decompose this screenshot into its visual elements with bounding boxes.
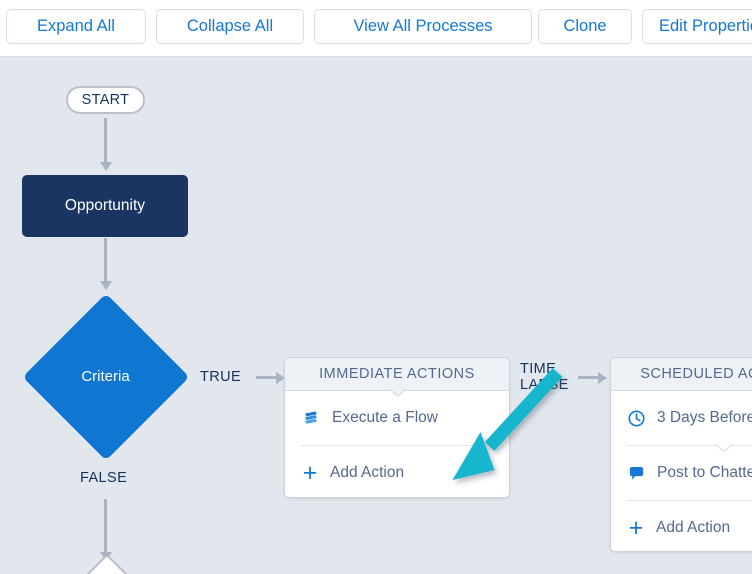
connector-false-down xyxy=(104,499,107,554)
immediate-add-action-row[interactable]: + Add Action xyxy=(285,446,509,497)
scheduled-add-action-row[interactable]: + Add Action xyxy=(611,501,752,551)
branch-label-true: TRUE xyxy=(200,369,242,385)
scheduled-card-divider-2 xyxy=(627,500,752,501)
immediate-add-action-label: Add Action xyxy=(330,464,405,481)
connector-start-to-object-arrowhead xyxy=(99,162,112,171)
plus-icon: + xyxy=(302,458,318,487)
scheduled-actions-header-label: SCHEDULED ACTIONS xyxy=(640,366,752,382)
flow-icon xyxy=(301,408,321,428)
branch-label-time-lapse: TIME LAPSE xyxy=(520,361,569,393)
clock-icon xyxy=(627,409,646,428)
clone-button[interactable]: Clone xyxy=(538,9,632,44)
scheduled-card-divider-1 xyxy=(627,445,752,446)
time-lapse-line-1: TIME xyxy=(520,361,557,377)
edit-properties-button[interactable]: Edit Properties xyxy=(642,9,752,44)
immediate-actions-header: IMMEDIATE ACTIONS xyxy=(285,358,509,391)
scheduled-action-label: Post to Chatter xyxy=(657,464,752,481)
collapse-all-button[interactable]: Collapse All xyxy=(156,9,304,44)
connector-true-to-immediate xyxy=(256,376,278,379)
view-all-processes-button[interactable]: View All Processes xyxy=(314,9,532,44)
branch-label-false: FALSE xyxy=(80,470,128,486)
scheduled-action-row-schedule[interactable]: 3 Days Before Close Date xyxy=(611,391,752,445)
next-criteria-node-partial[interactable] xyxy=(78,553,136,574)
immediate-action-label: Execute a Flow xyxy=(332,409,438,426)
expand-all-button[interactable]: Expand All xyxy=(6,9,146,44)
scheduled-time-label: 3 Days Before Close Date xyxy=(657,409,752,426)
immediate-actions-card: IMMEDIATE ACTIONS Execute a Flow + Add A… xyxy=(284,357,510,498)
scheduled-actions-card: SCHEDULED ACTIONS 3 Days Before Close Da… xyxy=(610,357,752,552)
toolbar: Expand All Collapse All View All Process… xyxy=(0,0,752,57)
connector-time-lapse-arrowhead xyxy=(598,371,607,384)
connector-true-arrowhead xyxy=(276,371,285,384)
connector-object-to-criteria xyxy=(104,238,107,283)
scheduled-add-action-label: Add Action xyxy=(656,519,731,536)
immediate-card-divider xyxy=(301,445,493,446)
process-canvas: START Opportunity Criteria TRUE FALSE IM… xyxy=(0,58,752,574)
time-lapse-line-2: LAPSE xyxy=(520,377,569,393)
object-node-opportunity[interactable]: Opportunity xyxy=(22,175,188,237)
criteria-node[interactable]: Criteria xyxy=(22,293,189,460)
scheduled-actions-header: SCHEDULED ACTIONS xyxy=(611,358,752,391)
connector-object-to-criteria-arrowhead xyxy=(99,281,112,290)
plus-icon: + xyxy=(628,513,644,542)
immediate-actions-header-label: IMMEDIATE ACTIONS xyxy=(319,366,475,382)
chatter-icon xyxy=(627,464,646,483)
connector-start-to-object xyxy=(104,118,107,164)
connector-time-lapse-to-scheduled xyxy=(578,376,600,379)
criteria-node-label: Criteria xyxy=(81,368,130,385)
start-node[interactable]: START xyxy=(66,86,145,114)
immediate-action-row-execute-a-flow[interactable]: Execute a Flow xyxy=(285,391,509,445)
scheduled-action-row-post-to-chatter[interactable]: Post to Chatter xyxy=(611,446,752,500)
